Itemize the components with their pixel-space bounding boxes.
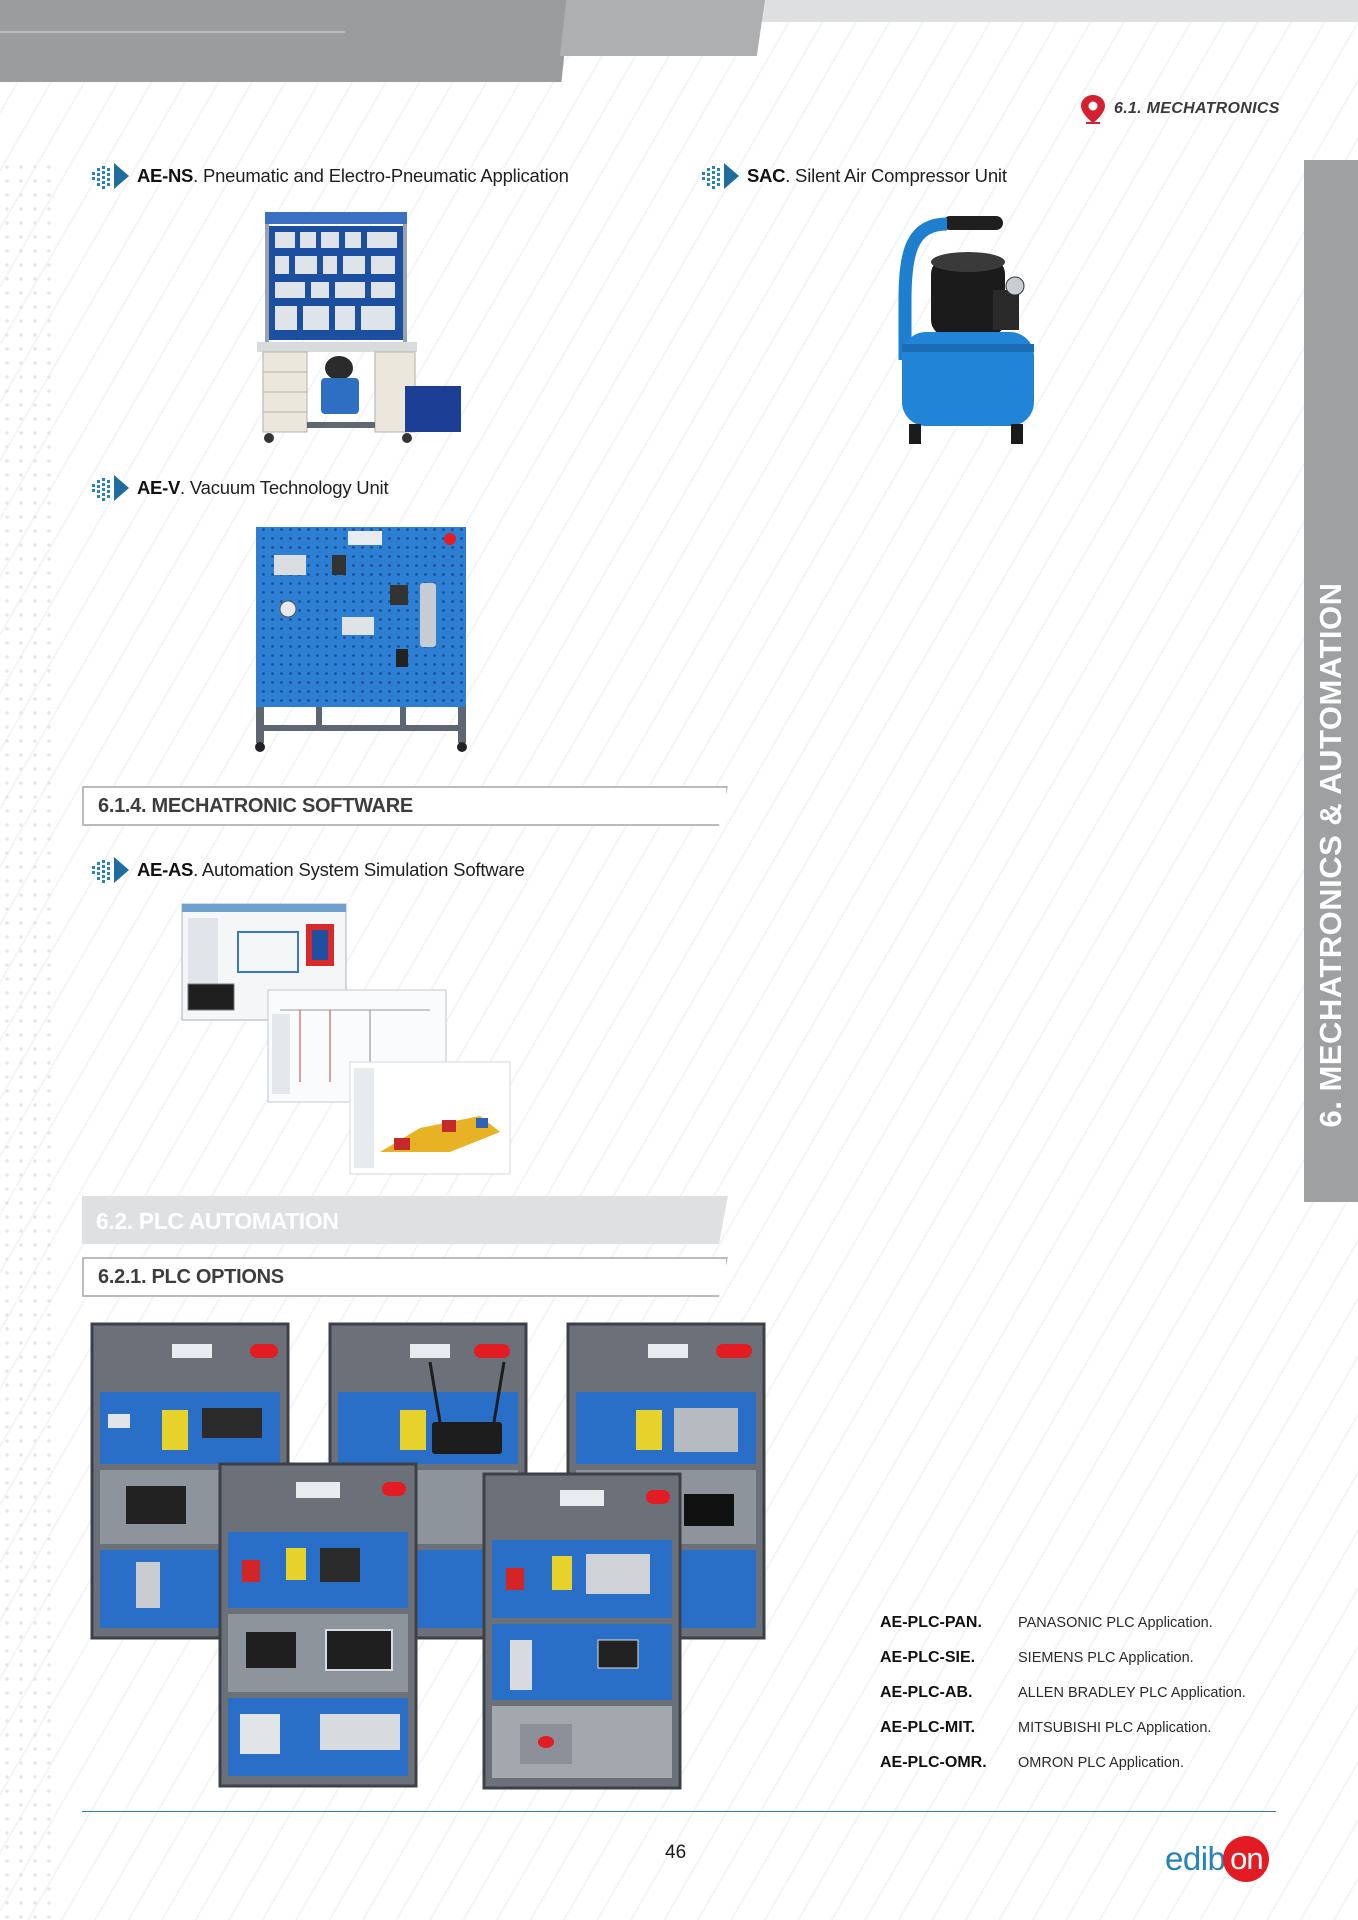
plc-code: AE-PLC-AB. [880, 1683, 973, 1701]
list-item: AE-PLC-AB. ALLEN BRADLEY PLC Application… [880, 1675, 1246, 1710]
plc-panels-image [90, 1322, 766, 1790]
logo-text: edib [1165, 1840, 1226, 1877]
background-dots [0, 160, 60, 1920]
plc-description: SIEMENS PLC Application. [1018, 1649, 1194, 1666]
plc-description: MITSUBISHI PLC Application. [1018, 1719, 1212, 1736]
sac-compressor-image [898, 216, 1034, 444]
product-description: . Vacuum Technology Unit [180, 477, 389, 498]
section-band-plc-automation [82, 1196, 728, 1244]
bullet-arrow-icon [92, 475, 129, 501]
product-heading-ae-as: AE-AS. Automation System Simulation Soft… [92, 856, 525, 884]
section-tag: 6.1. MECHATRONICS [1114, 100, 1280, 117]
plc-description: OMRON PLC Application. [1018, 1754, 1185, 1771]
plc-description: PANASONIC PLC Application. [1018, 1614, 1213, 1631]
plc-description: ALLEN BRADLEY PLC Application. [1018, 1684, 1246, 1701]
page-number: 46 [665, 1842, 687, 1863]
product-description: . Automation System Simulation Software [193, 859, 525, 880]
section-heading-mechatronic-software: 6.1.4. MECHATRONIC SOFTWARE [82, 786, 728, 826]
product-heading-sac: SAC. Silent Air Compressor Unit [702, 162, 1007, 190]
header-band-dark [0, 0, 570, 82]
bullet-arrow-icon [702, 163, 739, 189]
location-pin-icon [1081, 95, 1105, 124]
section-band-text: 6.2. PLC AUTOMATION [96, 1208, 339, 1234]
product-description: . Silent Air Compressor Unit [785, 165, 1007, 186]
ae-v-vacuum-panel-image [255, 527, 467, 752]
product-description: . Pneumatic and Electro-Pneumatic Applic… [193, 165, 569, 186]
product-heading-ae-v: AE-V. Vacuum Technology Unit [92, 474, 389, 502]
bullet-arrow-icon [92, 857, 129, 883]
ae-ns-workbench-image [257, 212, 461, 443]
plc-code: AE-PLC-PAN. [880, 1613, 982, 1631]
product-code: SAC [747, 165, 786, 186]
product-code: AE-NS [137, 165, 194, 186]
plc-code: AE-PLC-MIT. [880, 1718, 976, 1736]
chapter-side-tab-label: 6. MECHATRONICS & AUTOMATION [1313, 582, 1348, 1128]
chapter-side-tab [1304, 160, 1358, 1202]
section-heading-plc-options: 6.2.1. PLC OPTIONS [82, 1257, 728, 1297]
header-band-mid [560, 0, 765, 56]
plc-panel-front-right [482, 1472, 682, 1790]
list-item: AE-PLC-MIT. MITSUBISHI PLC Application. [880, 1710, 1246, 1745]
plc-code: AE-PLC-SIE. [880, 1648, 976, 1666]
plc-code: AE-PLC-OMR. [880, 1753, 987, 1771]
section-breadcrumb: 6.1. MECHATRONICS [1080, 94, 1280, 124]
list-item: AE-PLC-PAN. PANASONIC PLC Application. [880, 1605, 1246, 1640]
logo-circle: on [1223, 1836, 1270, 1882]
section-heading-text: 6.1.4. MECHATRONIC SOFTWARE [98, 794, 413, 817]
footer-divider [82, 1811, 1276, 1812]
plc-panel-front-left [218, 1462, 418, 1788]
ae-as-software-screenshots-image [181, 903, 511, 1175]
edibon-logo: edib on [1165, 1836, 1270, 1882]
list-item: AE-PLC-OMR. OMRON PLC Application. [880, 1745, 1246, 1780]
section-heading-text: 6.2.1. PLC OPTIONS [98, 1265, 284, 1288]
header-band-light [740, 0, 1358, 22]
bullet-arrow-icon [92, 163, 129, 189]
list-item: AE-PLC-SIE. SIEMENS PLC Application. [880, 1640, 1246, 1675]
plc-options-list: AE-PLC-PAN. PANASONIC PLC Application. A… [880, 1605, 1246, 1780]
product-heading-ae-ns: AE-NS. Pneumatic and Electro-Pneumatic A… [92, 162, 569, 190]
product-code: AE-V [137, 477, 180, 498]
header-band-line [0, 31, 345, 33]
product-code: AE-AS [137, 859, 194, 880]
